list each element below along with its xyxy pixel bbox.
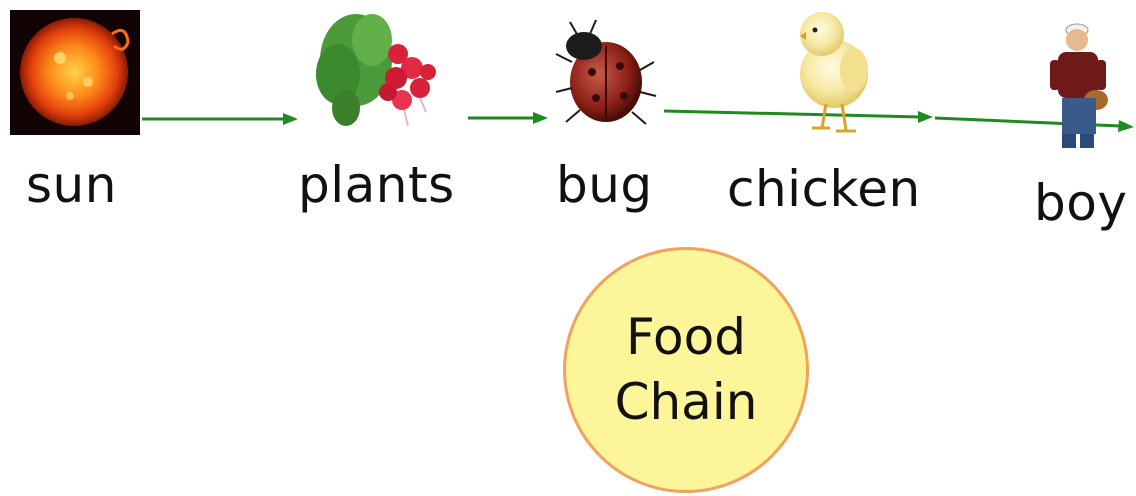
ladybug-icon [556, 20, 656, 124]
arrow-chicken-to-boy [935, 118, 1134, 132]
title-line-2: Chain [615, 370, 758, 435]
boy-icon [1050, 24, 1108, 148]
arrow-sun-to-plants [142, 113, 298, 125]
label-bug: bug [556, 160, 653, 210]
food-chain-title-circle: Food Chain [563, 247, 809, 493]
label-chicken: chicken [727, 164, 921, 214]
arrow-bug-to-chicken [664, 111, 933, 123]
label-sun: sun [26, 160, 117, 210]
label-boy: boy [1034, 178, 1127, 228]
radish-plant-icon [316, 14, 436, 126]
arrow-plants-to-bug [468, 112, 548, 124]
label-plants: plants [298, 160, 455, 210]
title-line-1: Food [626, 305, 746, 370]
sun-icon [10, 10, 140, 135]
